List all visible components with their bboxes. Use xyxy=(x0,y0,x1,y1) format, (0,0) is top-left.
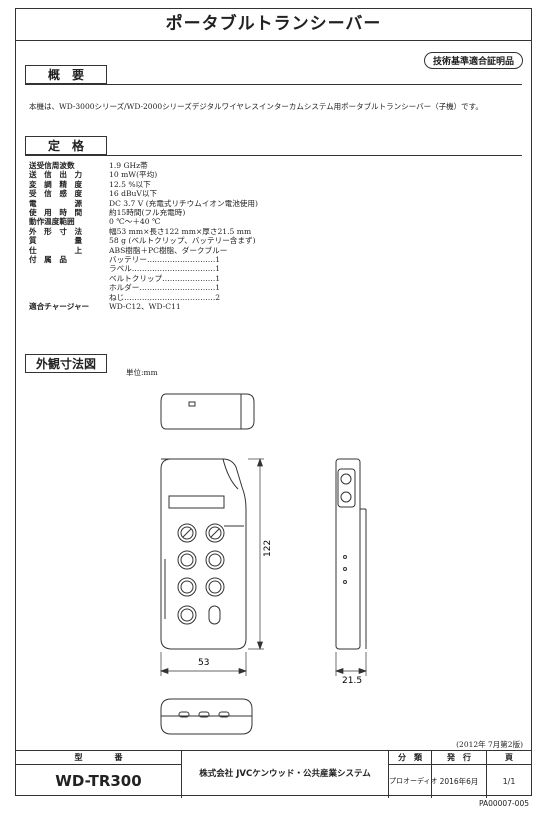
spec-key: 外 形 寸 法 xyxy=(29,226,83,236)
spec-row: ホルダー…………………………1 xyxy=(29,283,258,292)
spec-value: ねじ………………………………2 xyxy=(109,292,221,302)
spec-value: 10 mW(平均) xyxy=(109,170,158,180)
spec-key: 送受信周波数 xyxy=(29,161,75,170)
spec-key: 適合チャージャー xyxy=(29,302,90,312)
spec-key: 付 属 品 xyxy=(29,255,67,265)
spec-row: 外 形 寸 法 幅53 mm×長さ122 mm×厚さ21.5 mm xyxy=(29,227,258,236)
spec-value: 1.9 GHz帯 xyxy=(109,161,148,170)
spec-row: 質 量 58 g (ベルトクリップ、バッテリー含まず) xyxy=(29,236,258,245)
model-header: 型 番 xyxy=(16,751,182,765)
bottom-view xyxy=(160,698,253,735)
spec-value: 幅53 mm×長さ122 mm×厚さ21.5 mm xyxy=(109,226,252,236)
certification-badge: 技術基準適合証明品 xyxy=(423,52,523,69)
spec-key: 受 信 感 度 xyxy=(29,189,83,199)
spec-row: 送 信 出 力 10 mW(平均) xyxy=(29,170,258,179)
spec-key: 電 源 xyxy=(29,198,83,208)
overview-text: 本機は、WD-3000シリーズ/WD-2000シリーズデジタルワイヤレスインター… xyxy=(29,102,483,111)
spec-row: 仕 上 ABS樹脂＋PC樹脂、ダークブルー xyxy=(29,246,258,255)
spec-row: ねじ………………………………2 xyxy=(29,293,258,302)
spec-key: 質 量 xyxy=(29,236,83,246)
width-dimension-label: 53 xyxy=(198,658,209,668)
page-title: ポータブルトランシーバー xyxy=(16,9,531,41)
model-number: WD-TR300 xyxy=(16,765,182,798)
spec-value: 16 dBuV以下 xyxy=(109,189,158,199)
spec-value: ABS樹脂＋PC樹脂、ダークブルー xyxy=(109,245,228,255)
dimension-drawing: 122 53 21.5 xyxy=(159,393,368,735)
spec-key: 送 信 出 力 xyxy=(29,170,83,180)
side-view xyxy=(335,458,367,650)
category-header: 分 類 xyxy=(389,751,432,765)
spec-value: 58 g (ベルトクリップ、バッテリー含まず) xyxy=(109,236,256,246)
spec-row: 適合チャージャー WD-C12、WD-C11 xyxy=(29,302,258,311)
page-header: 頁 xyxy=(487,751,531,765)
spec-value: 約15時間(フル充電時) xyxy=(109,208,186,218)
spec-row: 使 用 時 間 約15時間(フル充電時) xyxy=(29,208,258,217)
spec-value: 12.5 %以下 xyxy=(109,179,151,189)
specs-heading: 定 格 xyxy=(25,136,107,155)
overview-heading: 概 要 xyxy=(25,65,107,84)
keypad xyxy=(177,523,225,625)
spec-key: 使 用 時 間 xyxy=(29,208,83,218)
issued-header: 発 行 xyxy=(432,751,487,765)
spec-key: 変 調 精 度 xyxy=(29,179,83,189)
spec-row: 受 信 感 度 16 dBuV以下 xyxy=(29,189,258,198)
spec-value: 0 ℃～＋40 ℃ xyxy=(109,217,161,227)
spec-row: 電 源 DC 3.7 V (充電式リチウムイオン電池使用) xyxy=(29,199,258,208)
spec-key: 仕 上 xyxy=(29,245,83,255)
edition-note: (2012年 7月第2版) xyxy=(456,740,523,749)
spec-row: 付 属 品 バッテリー………………………1 xyxy=(29,255,258,264)
footer-table: 型 番 WD-TR300 株式会社 JVCケンウッド・公共産業システム 分 類 … xyxy=(16,750,531,798)
company-name: 株式会社 JVCケンウッド・公共産業システム xyxy=(182,751,389,798)
specs-rule xyxy=(25,155,522,156)
spec-row: 変 調 精 度 12.5 %以下 xyxy=(29,180,258,189)
unit-note: 単位:mm xyxy=(126,368,158,377)
spec-value: WD-C12、WD-C11 xyxy=(109,302,181,312)
issued-value: 2016年6月 xyxy=(432,765,487,798)
spec-key: 動作温度範囲 xyxy=(29,217,75,227)
spec-value: ベルトクリップ…………………1 xyxy=(109,273,221,283)
dimension-lines xyxy=(159,457,368,676)
front-view xyxy=(160,458,247,650)
overview-rule xyxy=(25,84,522,85)
spec-row: ベルトクリップ…………………1 xyxy=(29,274,258,283)
top-view xyxy=(160,393,255,430)
spec-row: ラベル……………………………1 xyxy=(29,264,258,273)
spec-value: ラベル……………………………1 xyxy=(109,264,221,274)
height-dimension-label: 122 xyxy=(263,540,273,557)
category-value: プロオーディオ xyxy=(389,765,438,798)
spec-row: 送受信周波数 1.9 GHz帯 xyxy=(29,161,258,170)
spec-row: 動作温度範囲 0 ℃～＋40 ℃ xyxy=(29,217,258,226)
document-number: PA00007-005 xyxy=(478,799,529,808)
dimensions-heading: 外観寸法図 xyxy=(25,354,107,373)
spec-list: 送受信周波数 1.9 GHz帯送 信 出 力 10 mW(平均) 変 調 精 度 12.… xyxy=(29,161,258,312)
spec-value: バッテリー………………………1 xyxy=(109,255,221,265)
spec-sheet: ポータブルトランシーバー 技術基準適合証明品 概 要 本機は、WD-3000シリ… xyxy=(15,8,532,798)
spec-value: DC 3.7 V (充電式リチウムイオン電池使用) xyxy=(109,198,258,208)
depth-dimension-label: 21.5 xyxy=(342,676,362,686)
page-value: 1/1 xyxy=(502,777,516,786)
spec-value: ホルダー…………………………1 xyxy=(109,283,221,293)
